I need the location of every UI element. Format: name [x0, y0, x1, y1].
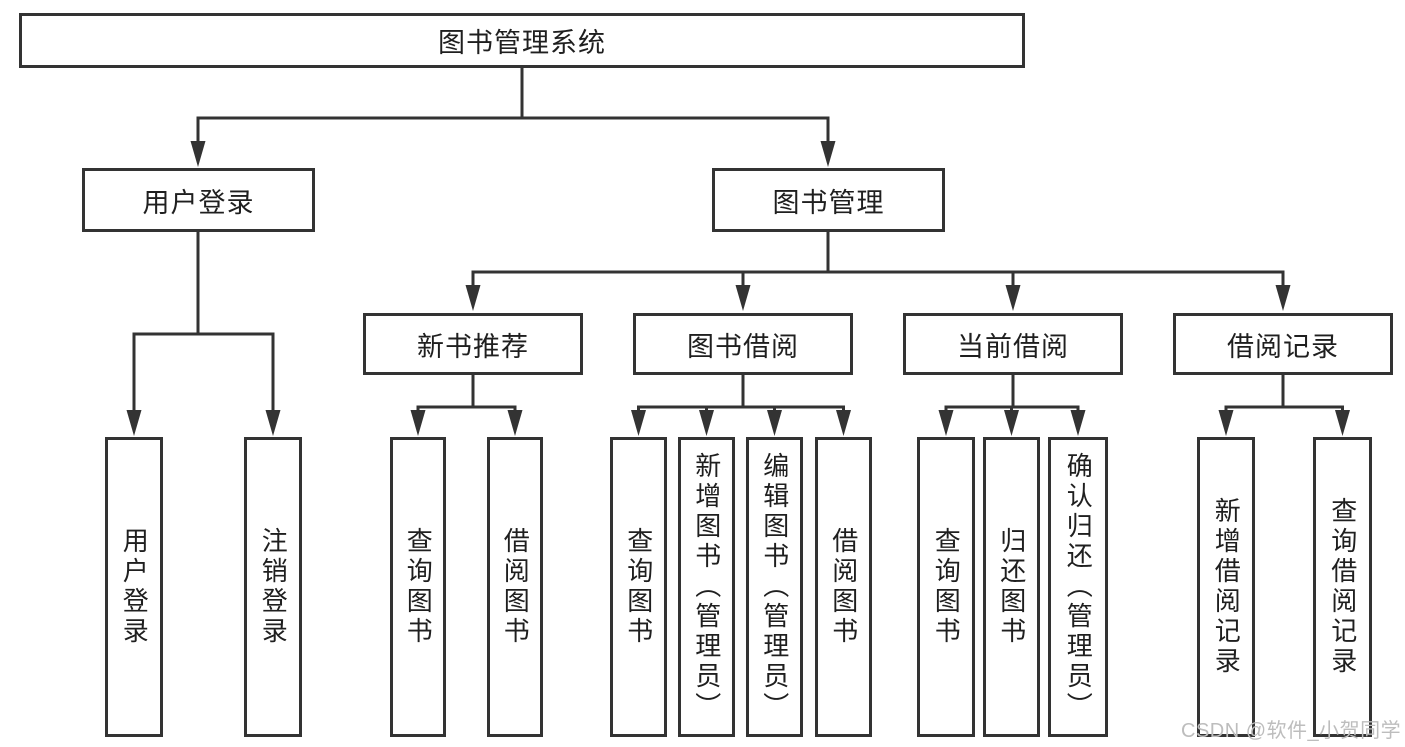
- arrowhead-icon: [265, 410, 281, 436]
- arrowhead-icon: [631, 410, 646, 436]
- node-current-borrow-label: 当前借阅: [957, 331, 1069, 362]
- node-book-borrow: 图书借阅: [633, 313, 853, 375]
- node-book-mgmt: 图书管理: [712, 168, 945, 232]
- leaf-br-query: 查询借阅记录: [1313, 437, 1372, 737]
- arrowhead-icon: [1004, 410, 1019, 436]
- node-root-label: 图书管理系统: [438, 28, 606, 58]
- node-root: 图书管理系统: [19, 13, 1025, 68]
- leaf-user-login: 用户登录: [105, 437, 163, 737]
- arrowhead-icon: [1070, 410, 1086, 436]
- node-user-login: 用户登录: [82, 168, 315, 232]
- leaf-cb-query: 查询图书: [917, 437, 975, 737]
- arrowhead-icon: [465, 285, 481, 311]
- node-user-login-label: 用户登录: [142, 187, 255, 218]
- arrowhead-icon: [699, 410, 714, 436]
- leaf-cb-return-label: 归还图书: [996, 527, 1027, 647]
- arrowhead-icon: [126, 410, 142, 436]
- leaf-bb-add-label: 新增图书（管理员）: [691, 452, 722, 722]
- leaf-bb-query: 查询图书: [610, 437, 667, 737]
- csdn-watermark: CSDN @软件_小贺同学: [1181, 720, 1402, 742]
- leaf-cb-return: 归还图书: [983, 437, 1040, 737]
- node-current-borrow: 当前借阅: [903, 313, 1123, 375]
- leaf-br-add: 新增借阅记录: [1197, 437, 1255, 737]
- leaf-br-add-label: 新增借阅记录: [1211, 497, 1242, 677]
- leaf-bb-edit-label: 编辑图书（管理员）: [759, 452, 790, 722]
- leaf-cb-confirm: 确认归还（管理员）: [1048, 437, 1108, 737]
- leaf-bb-edit: 编辑图书（管理员）: [746, 437, 803, 737]
- leaf-rec-query: 查询图书: [390, 437, 446, 737]
- arrowhead-icon: [507, 410, 523, 436]
- leaf-cb-query-label: 查询图书: [931, 527, 962, 647]
- arrowhead-icon: [820, 141, 836, 167]
- arrowhead-icon: [1005, 285, 1021, 311]
- arrowhead-icon: [190, 141, 206, 167]
- arrowhead-icon: [938, 410, 954, 436]
- arrowhead-icon: [1218, 410, 1234, 436]
- arrowhead-icon: [1275, 285, 1291, 311]
- leaf-br-query-label: 查询借阅记录: [1327, 497, 1358, 677]
- leaf-user-login-label: 用户登录: [119, 527, 150, 647]
- arrowhead-icon: [836, 410, 851, 436]
- node-new-book-rec-label: 新书推荐: [417, 331, 529, 362]
- leaf-rec-borrow-label: 借阅图书: [500, 527, 531, 647]
- node-book-borrow-label: 图书借阅: [687, 331, 799, 362]
- leaf-rec-borrow: 借阅图书: [487, 437, 543, 737]
- arrowhead-icon: [767, 410, 782, 436]
- leaf-bb-borrow-label: 借阅图书: [828, 527, 859, 647]
- leaf-logout: 注销登录: [244, 437, 302, 737]
- node-borrow-record-label: 借阅记录: [1227, 331, 1339, 362]
- node-book-mgmt-label: 图书管理: [772, 187, 885, 218]
- arrowhead-icon: [410, 410, 426, 436]
- node-borrow-record: 借阅记录: [1173, 313, 1393, 375]
- node-new-book-rec: 新书推荐: [363, 313, 583, 375]
- leaf-bb-borrow: 借阅图书: [815, 437, 872, 737]
- leaf-cb-confirm-label: 确认归还（管理员）: [1063, 452, 1094, 722]
- leaf-bb-query-label: 查询图书: [623, 527, 654, 647]
- arrowhead-icon: [735, 285, 751, 311]
- arrowhead-icon: [1335, 410, 1350, 436]
- leaf-logout-label: 注销登录: [258, 527, 289, 647]
- leaf-rec-query-label: 查询图书: [403, 527, 434, 647]
- leaf-bb-add: 新增图书（管理员）: [678, 437, 735, 737]
